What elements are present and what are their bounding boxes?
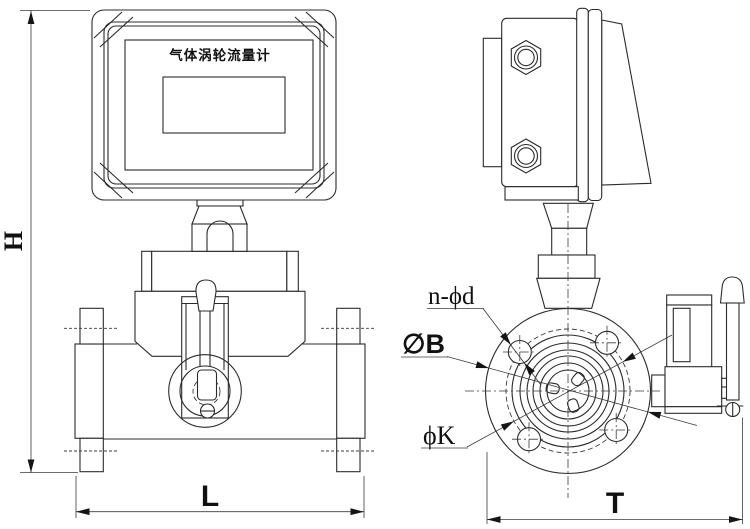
display-head: 气体涡轮流量计 [91, 9, 337, 201]
lcd-window [162, 76, 286, 134]
front-view: 气体涡轮流量计 H [0, 9, 376, 518]
dim-label-L: L [201, 480, 219, 513]
right-flange [321, 307, 376, 473]
centerlines [465, 204, 660, 498]
bolt-hole-lower-right [599, 413, 634, 447]
lubricator-device [651, 276, 745, 418]
flow-body-pipe [103, 343, 337, 440]
side-view: n-ϕd ∅B ϕK T [401, 7, 745, 524]
annotation-bolt-holes: n-ϕd [427, 283, 542, 386]
turbine-hub-blades [545, 372, 585, 413]
head-side-profile [482, 7, 652, 203]
side-neck [535, 202, 601, 309]
label-phi-B: ∅B [402, 329, 445, 359]
dimension-L: L [75, 476, 365, 518]
bolt-hole-upper-left [502, 335, 537, 369]
device-title: 气体涡轮流量计 [168, 47, 271, 63]
display-neck [191, 199, 248, 252]
label-n-phi-d: n-ϕd [428, 283, 475, 310]
dimension-H: H [0, 10, 90, 473]
dim-label-H: H [0, 231, 28, 251]
bolt-hole-upper-right [590, 325, 624, 360]
lever-bar [725, 302, 740, 401]
lever-handle-grip [719, 276, 745, 304]
display-face-plate [124, 39, 314, 171]
annotation-bolt-circle: ϕK [421, 334, 673, 450]
cable-gland-bottom [510, 138, 542, 174]
cable-gland-top [510, 39, 542, 76]
pickup-coil-knob [195, 279, 217, 312]
dimension-T: T [486, 417, 743, 524]
bolt-hole-lower-left [512, 422, 546, 457]
left-flange [64, 307, 119, 473]
annotation-outer-diameter: ∅B [401, 329, 698, 426]
label-phi-K: ϕK [423, 421, 456, 450]
sensor-assembly [168, 279, 242, 428]
dim-label-T: T [606, 487, 624, 520]
